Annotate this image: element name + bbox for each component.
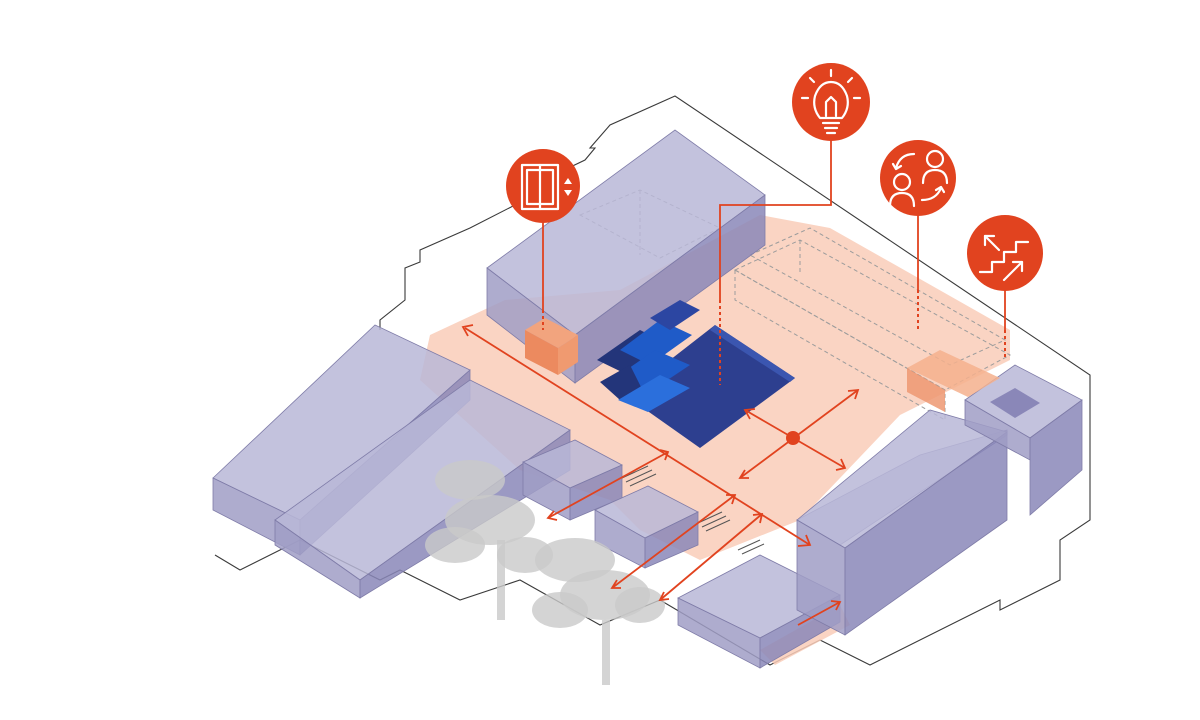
ramp-arrow bbox=[797, 601, 841, 626]
circulation-arrows bbox=[461, 324, 860, 626]
canopy-panels bbox=[597, 300, 700, 412]
hub-node bbox=[786, 431, 800, 445]
building-east-tower bbox=[964, 364, 1083, 516]
ghost-volume-east bbox=[733, 227, 1012, 421]
cross-arrow-ns bbox=[739, 389, 859, 479]
elevator-core bbox=[525, 318, 578, 375]
stairs-icon bbox=[967, 215, 1043, 291]
main-axis-arrow bbox=[464, 327, 811, 546]
light-bulb-icon bbox=[792, 63, 870, 141]
callout-leaders bbox=[542, 140, 1006, 385]
stair-arrow-2 bbox=[611, 494, 736, 589]
pool bbox=[625, 325, 795, 448]
people-exchange-icon bbox=[880, 140, 956, 216]
stairs-central bbox=[621, 465, 765, 555]
stair-arrow-1 bbox=[547, 451, 669, 519]
pavilion-1 bbox=[522, 439, 623, 521]
stair-arrow-3 bbox=[659, 513, 763, 601]
elevator-icon bbox=[506, 149, 580, 223]
building-east bbox=[796, 409, 1008, 636]
site-boundary bbox=[214, 95, 1091, 666]
trees bbox=[425, 460, 665, 685]
east-orange-box bbox=[907, 350, 1000, 412]
